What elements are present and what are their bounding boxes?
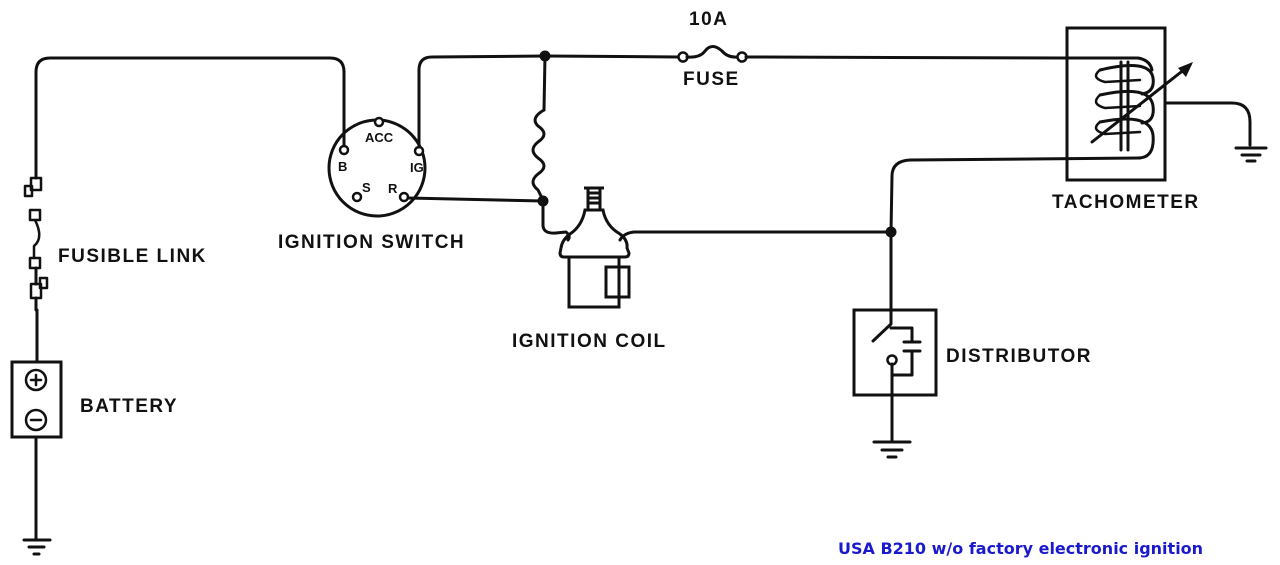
terminal-s: [351, 191, 363, 203]
tachometer-coil-windings: [1098, 64, 1155, 160]
battery-label: BATTERY: [80, 396, 178, 417]
wire-fusible-link-to-switch-b: [34, 56, 346, 180]
terminal-b-label: B: [338, 159, 347, 174]
terminal-r-label: R: [388, 181, 398, 196]
terminal-r: [398, 191, 410, 203]
fusible-link-element: [32, 218, 41, 260]
fuse: [677, 45, 748, 63]
tachometer-needle: [1090, 63, 1192, 144]
ground-icon: [22, 538, 52, 556]
battery-negative-terminal: [24, 408, 48, 432]
tachometer-core: [1119, 60, 1130, 152]
fusible-link-terminal-bottom: [28, 256, 42, 270]
battery: [10, 360, 63, 439]
wire-junction-to-fuse: [543, 54, 681, 59]
wire-tachometer-to-distributor: [889, 156, 1142, 234]
fuse-element: [685, 45, 740, 59]
battery-positive-terminal: [24, 368, 48, 392]
ignition-coil: [558, 186, 631, 309]
terminal-acc: [373, 116, 385, 128]
fusible-link-terminal-top: [28, 208, 42, 222]
ignition-switch-label: IGNITION SWITCH: [278, 232, 465, 253]
arrow-icon: [1178, 62, 1193, 77]
distributor-label: DISTRIBUTOR: [946, 346, 1092, 367]
fusible-link: [23, 176, 49, 312]
fuse-rating: 10A: [689, 9, 728, 30]
wire-junction-to-resistor: [542, 54, 547, 112]
tachometer-label: TACHOMETER: [1052, 192, 1200, 213]
ignition-switch: B ACC IG S R: [327, 70, 427, 218]
terminal-acc-label: ACC: [365, 130, 394, 145]
fusible-link-connector-top: [29, 176, 43, 192]
ignition-coil-label: IGNITION COIL: [512, 331, 667, 352]
wire-fuse-to-tachometer: [744, 55, 1154, 72]
coil-cap: [558, 208, 631, 259]
ground-icon: [1234, 146, 1268, 163]
wire-ig-to-junction: [417, 54, 547, 149]
battery-body: [10, 360, 63, 439]
distributor: [852, 308, 938, 397]
tachometer-coil-front: [1094, 68, 1142, 136]
ground-icon: [872, 440, 912, 459]
condenser: [889, 326, 922, 377]
fuse-label: FUSE: [683, 69, 740, 90]
fusible-link-label: FUSIBLE LINK: [58, 246, 207, 267]
terminal-b: [338, 144, 350, 156]
wire-resistor-to-coil: [541, 199, 571, 242]
tachometer: [1065, 26, 1193, 182]
breaker-points-arm: [871, 308, 893, 343]
terminal-ig-label: IG: [410, 160, 424, 175]
fusible-link-tab-bottom: [38, 276, 49, 290]
terminal-s-label: S: [362, 180, 371, 195]
fusible-link-tab-top: [23, 184, 34, 198]
distributor-body: [852, 308, 938, 397]
diagram-caption: USA B210 w/o factory electronic ignition: [838, 539, 1203, 558]
wire-switch-r-to-resistor: [406, 196, 545, 203]
wire-tachometer-to-ground: [1163, 101, 1252, 147]
coil-body: [567, 255, 621, 309]
coil-bracket: [604, 265, 631, 299]
coil-tower: [584, 186, 604, 210]
plus-icon: [29, 373, 43, 387]
ballast-resistor: [531, 108, 546, 202]
wire-coil-to-distributor-junction: [618, 230, 893, 242]
